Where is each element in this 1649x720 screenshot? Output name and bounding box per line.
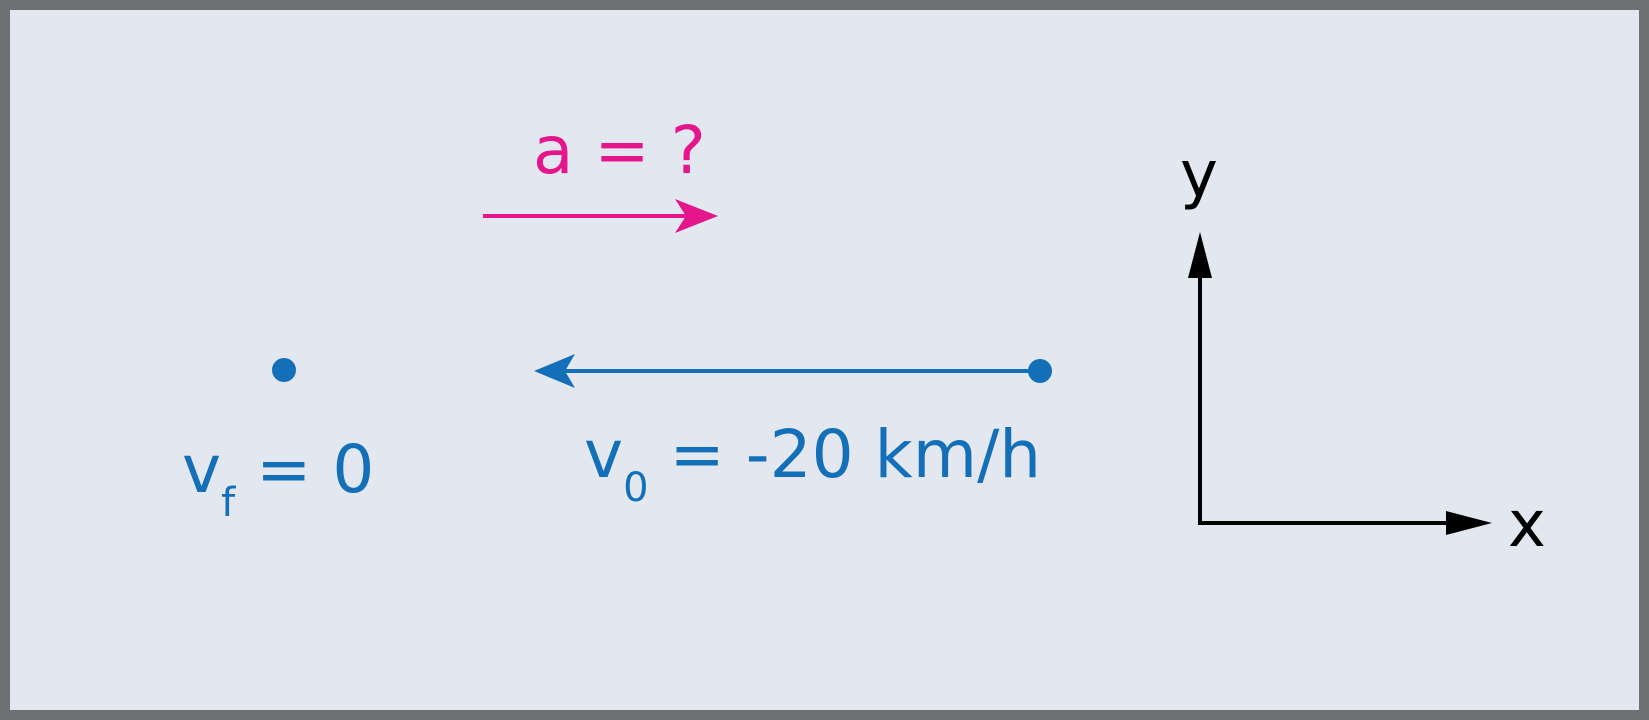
acceleration-unknown: = ? — [573, 112, 705, 189]
initial-velocity-label: v0 = -20 km/h — [584, 416, 1041, 511]
initial-velocity-symbol: v — [584, 416, 623, 493]
initial-velocity-subscript: 0 — [623, 465, 648, 511]
y-axis-label: y — [1180, 138, 1218, 212]
y-axis-arrow-head — [1188, 232, 1212, 278]
acceleration-label: a = ? — [533, 112, 706, 189]
acceleration-symbol: a — [533, 112, 573, 189]
final-position-dot — [272, 358, 296, 382]
initial-velocity-value: = -20 km/h — [649, 416, 1042, 493]
x-axis-label: x — [1508, 488, 1546, 562]
coordinate-axes — [1188, 232, 1492, 535]
initial-velocity-arrow — [534, 354, 1040, 388]
acceleration-arrow — [483, 199, 718, 233]
final-velocity-label: vf = 0 — [182, 431, 374, 526]
final-velocity-symbol: v — [182, 431, 221, 508]
final-velocity-subscript: f — [221, 480, 236, 526]
acceleration-arrow-head — [675, 199, 718, 233]
initial-velocity-arrow-head — [534, 354, 575, 388]
x-axis-arrow-head — [1446, 511, 1492, 535]
final-velocity-value: = 0 — [235, 431, 374, 508]
initial-position-dot — [1028, 359, 1052, 383]
